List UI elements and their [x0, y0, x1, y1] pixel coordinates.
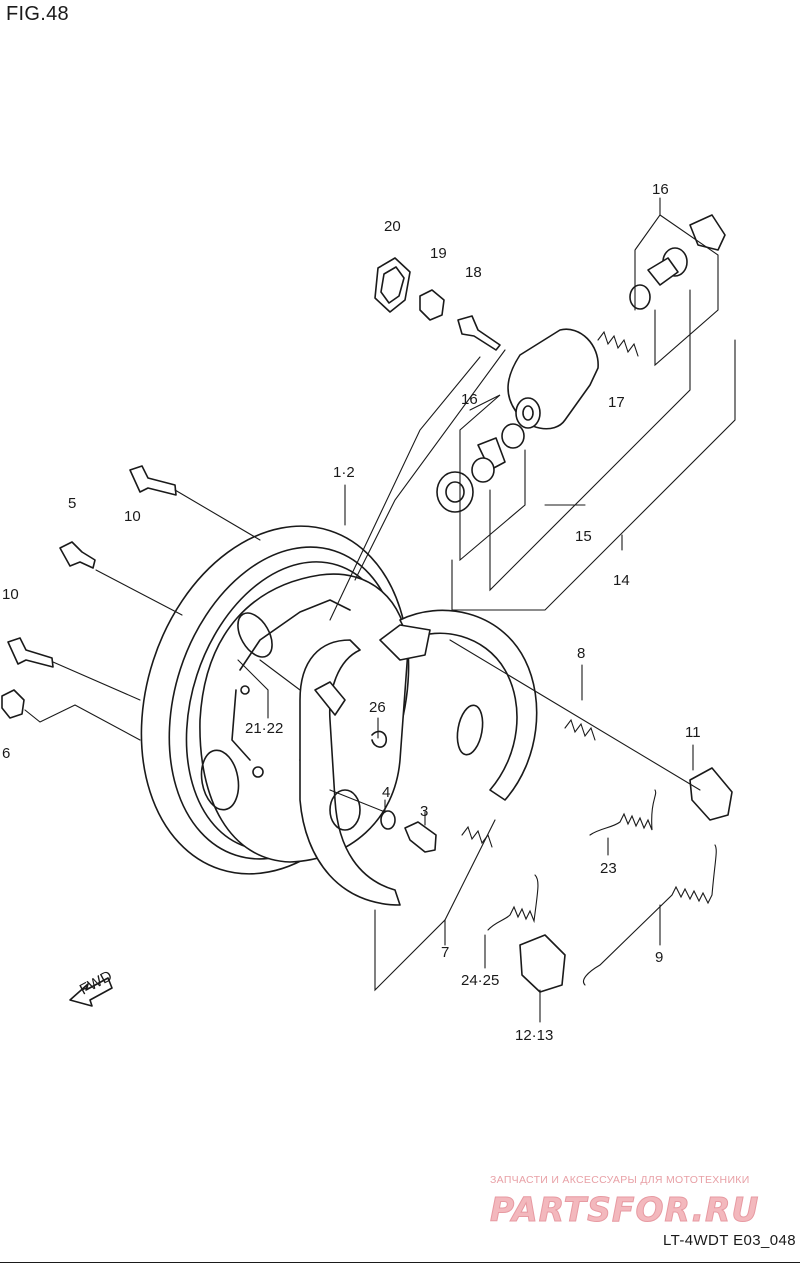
watermark-tagline: ЗАПЧАСТИ И АКСЕССУАРЫ ДЛЯ МОТОТЕХНИКИ	[490, 1174, 750, 1186]
callout-label: 18	[465, 264, 482, 281]
callout-label: 12·13	[515, 1027, 553, 1044]
cylinder-spring-part	[597, 330, 639, 357]
piston-cup-set-lower	[436, 423, 525, 513]
watermark-logo: PARTSFOR.RU	[489, 1190, 760, 1230]
callout-label: 8	[577, 645, 585, 662]
washer-4-part	[380, 810, 396, 830]
cylinder-boot-part	[374, 257, 411, 313]
bottom-divider	[0, 1262, 800, 1263]
spring-8-part	[564, 718, 596, 741]
bolt-upper-part	[129, 465, 177, 496]
callout-label: 26	[369, 699, 386, 716]
callout-label: 24·25	[461, 972, 499, 989]
callout-label: 11	[685, 724, 701, 741]
callout-label: 7	[441, 944, 449, 961]
callout-label: 21·22	[245, 720, 283, 737]
callout-label: 3	[420, 803, 428, 820]
piston-cup-set-upper	[629, 214, 726, 310]
callout-label: 16	[652, 181, 669, 198]
callout-label: 6	[2, 745, 10, 762]
callout-label: 9	[655, 949, 663, 966]
callout-label: 16	[461, 391, 478, 408]
leader-lines	[24, 197, 736, 1023]
bleeder-cap-part	[419, 289, 445, 321]
callout-label: 20	[384, 218, 401, 235]
diagram-code: LT-4WDT E03_048	[662, 1232, 796, 1249]
clip-12-part	[519, 934, 566, 993]
nut-6-part	[1, 689, 25, 719]
callout-label: 15	[575, 528, 592, 545]
wheel-cylinder-part	[507, 328, 599, 430]
spring-9-part	[582, 844, 717, 986]
callout-label: 17	[608, 394, 625, 411]
callout-label: 10	[124, 508, 141, 525]
fwd-direction-arrow: FWD	[69, 967, 115, 1007]
callout-label: 10	[2, 586, 19, 603]
callout-label: 1·2	[333, 464, 355, 481]
return-spring-part	[461, 825, 493, 848]
bolt-lower-part	[7, 637, 54, 668]
callout-label: 5	[68, 495, 76, 512]
callout-label: 23	[600, 860, 617, 877]
bleeder-screw-part	[457, 315, 501, 351]
callout-labels: 16 20 19 18 17 16 1·2 10 5 15 14 10 8 26…	[2, 181, 701, 1044]
bolt-3-part	[404, 821, 437, 853]
spring-24-part	[487, 874, 539, 931]
spring-23-part	[589, 789, 657, 836]
callout-label: 19	[430, 245, 447, 262]
brake-shoe-part	[299, 609, 538, 906]
bolt-5-part	[59, 541, 96, 569]
callout-label: 4	[382, 784, 390, 801]
callout-label: 14	[613, 572, 630, 589]
figure-title: FIG.48	[6, 3, 69, 25]
clip-11-part	[689, 767, 733, 821]
